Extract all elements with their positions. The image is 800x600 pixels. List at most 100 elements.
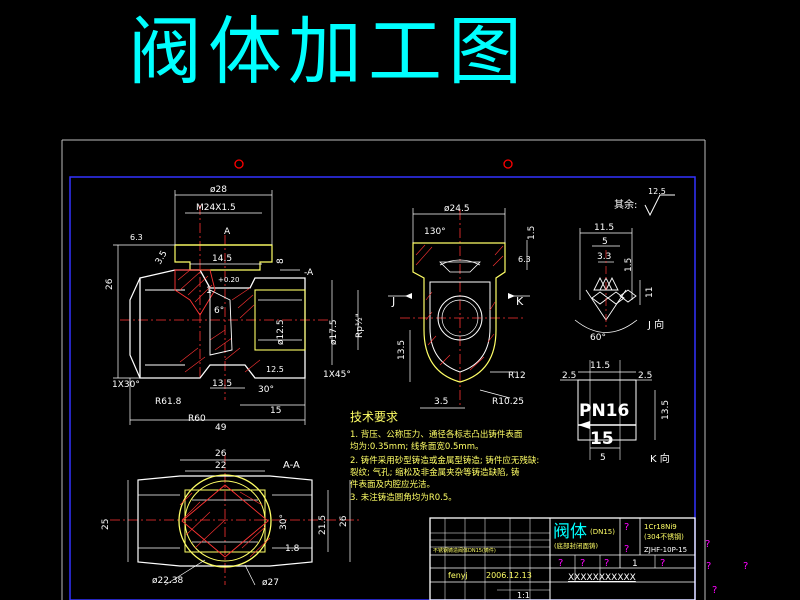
scale: 1:1	[517, 591, 530, 600]
pn-marking-bottom: 15	[590, 429, 614, 449]
dim-1-5-j: 1.5	[624, 258, 634, 272]
stray-mark-1: ?	[705, 539, 710, 550]
tb-q1: ?	[624, 522, 629, 533]
dim-3-5: 3.5	[154, 249, 170, 266]
dim-r10-25: R10.25	[492, 397, 524, 407]
tech-req-line-1: 1. 背压、公称压力、通径各标志凸出铸件表面	[350, 429, 523, 440]
dim-26: 26	[105, 278, 115, 290]
stray-mark-3: ?	[712, 585, 717, 596]
small-row-text: 不锈钢铸造阀体DN15(铸件)	[433, 547, 496, 554]
design-date: 2006.12.13	[486, 571, 532, 580]
dim-m24: M24X1.5	[196, 203, 236, 213]
dim-1-5: 1.5	[527, 226, 537, 240]
tech-req-line-2: 均为:0.35mm; 线条面宽0.5mm。	[350, 441, 484, 452]
roughness-main-a: 6.3	[130, 233, 143, 242]
dim-d27: ø27	[262, 578, 279, 588]
drawing-frame	[69, 176, 696, 600]
tech-req-line-5: 件表面及内腔应光洁。	[350, 479, 435, 490]
dim-2-5a-k: 2.5	[562, 371, 576, 381]
dim-60-j: 60°	[590, 333, 606, 343]
main-view	[113, 190, 359, 425]
dim-3-3-j: 3.3	[597, 252, 611, 262]
dim-25-aa: 25	[101, 519, 111, 530]
drawing-number: ZJHF-10P-15	[644, 546, 687, 554]
material-1: 1Cr18Ni9	[644, 523, 677, 531]
material-2: (304不锈钢)	[644, 532, 684, 541]
tech-req-heading: 技术要求	[350, 410, 398, 424]
dim-14-5: 14.5	[212, 254, 232, 264]
dim-d12-5: ø12.5	[276, 319, 286, 345]
dim-8: 8	[276, 258, 286, 264]
side-view	[388, 208, 530, 409]
dim-13-5-k: 13.5	[661, 400, 671, 420]
dim-r12: R12	[508, 371, 526, 381]
dim-1: 1	[206, 286, 212, 296]
dim-13-5-side: 13.5	[397, 340, 407, 360]
designer: fenyj	[448, 571, 468, 580]
dim-49: 49	[215, 423, 227, 433]
dim-r60: R60	[188, 414, 206, 424]
company: XXXXXXXXXXX	[568, 573, 636, 583]
dim-tol: +0.20	[218, 276, 239, 284]
label-k-view: K 向	[650, 452, 670, 465]
tb-q4: ?	[580, 558, 585, 569]
dim-1x30: 1X30°	[112, 380, 140, 390]
tb-q5: ?	[604, 558, 609, 569]
label-k: K	[516, 295, 524, 308]
dim-d24-5: ø24.5	[444, 204, 470, 214]
dim-6deg: 6°	[214, 306, 224, 316]
tech-req-line-3: 2. 铸件采用砂型铸造或金属型铸造; 铸件应无残缺:	[350, 455, 539, 466]
dim-5-k: 5	[600, 453, 606, 463]
dim-3-5-side: 3.5	[434, 397, 448, 407]
dim-30deg: 30°	[258, 385, 274, 395]
page-title: 阀体加工图	[128, 9, 528, 95]
stray-mark-4: ?	[743, 561, 748, 572]
part-sub: (DN15)	[590, 528, 615, 536]
roughness-side: 6.3	[518, 255, 531, 264]
pn-marking-top: PN16	[579, 401, 629, 421]
label-a-top: A	[224, 227, 231, 237]
dim-1x45: 1X45°	[323, 370, 351, 380]
dim-d22-38: ø22.38	[152, 576, 184, 586]
title-block	[429, 517, 696, 600]
dim-26-aa: 26	[215, 449, 227, 459]
tech-req-line-6: 3. 未注铸造圆角均为R0.5。	[350, 492, 457, 503]
detail-j	[574, 228, 641, 333]
dim-30-aa: 30°	[279, 514, 289, 530]
stray-mark-2: ?	[706, 561, 711, 572]
dim-15: 15	[270, 406, 281, 416]
rest-roughness-label: 其余:	[614, 198, 637, 211]
dim-26b-aa: 26	[339, 515, 349, 527]
dim-21-5-aa: 21.5	[318, 515, 328, 535]
registration-mark-left	[234, 159, 244, 169]
label-j-view: J 向	[647, 318, 664, 331]
tb-q2: ?	[624, 544, 629, 555]
dim-d17-5: ø17.5	[329, 319, 339, 345]
dim-11-5-j: 11.5	[594, 223, 614, 233]
roughness-main-b: 12.5	[266, 365, 284, 374]
count: 1	[632, 559, 638, 569]
detail-k	[560, 360, 656, 460]
label-section-a-a: A-A	[283, 460, 300, 471]
part-name: 阀体	[553, 522, 587, 542]
dim-130deg: 130°	[424, 227, 446, 237]
dim-rp: Rp½"	[355, 313, 365, 338]
part-sub2: (底部封闭面铸)	[554, 541, 598, 550]
tb-q3: ?	[558, 558, 563, 569]
rest-roughness-symbol	[644, 194, 675, 217]
label-a-side: -A	[304, 268, 314, 278]
tb-q6: ?	[660, 558, 665, 569]
tech-req-line-4: 裂纹; 气孔; 缩松及非金属夹杂等铸造缺陷, 铸	[350, 467, 520, 478]
dim-d28: ø28	[210, 185, 227, 195]
dim-22-aa: 22	[215, 461, 226, 471]
dim-2-5b-k: 2.5	[638, 371, 652, 381]
dim-1-8-aa: 1.8	[285, 544, 300, 554]
dim-5-j: 5	[602, 237, 608, 247]
rest-roughness-value: 12.5	[648, 187, 666, 196]
section-a-a	[110, 455, 360, 586]
label-j: J	[391, 295, 395, 308]
dim-11-j: 11	[645, 287, 655, 298]
dim-r61: R61.8	[155, 397, 182, 407]
registration-mark-right	[503, 159, 513, 169]
